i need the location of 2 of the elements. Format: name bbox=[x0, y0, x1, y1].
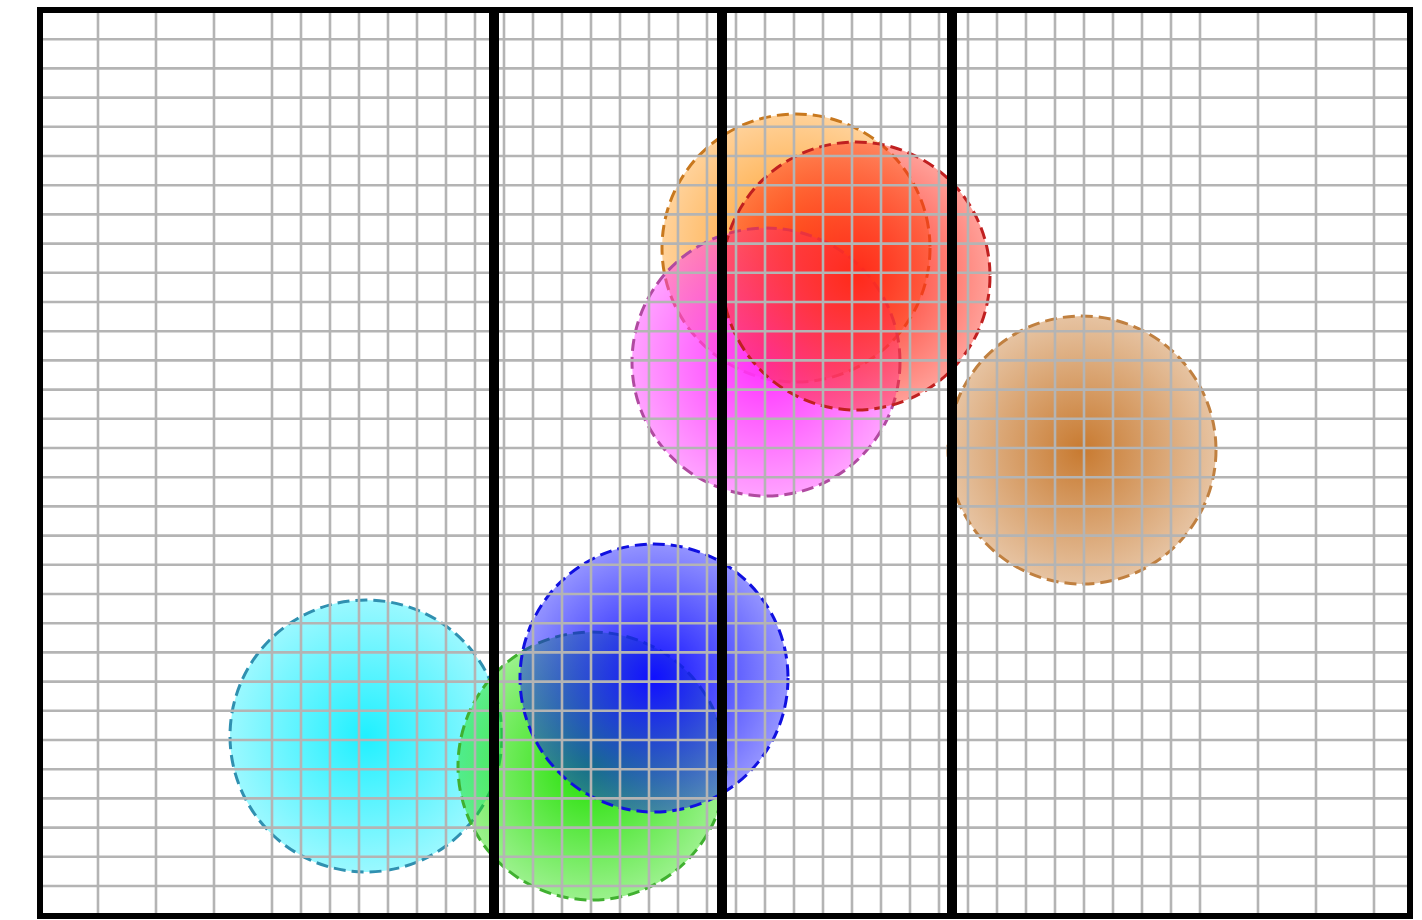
shaded-circle bbox=[946, 314, 1218, 586]
shaded-circle bbox=[518, 542, 790, 814]
